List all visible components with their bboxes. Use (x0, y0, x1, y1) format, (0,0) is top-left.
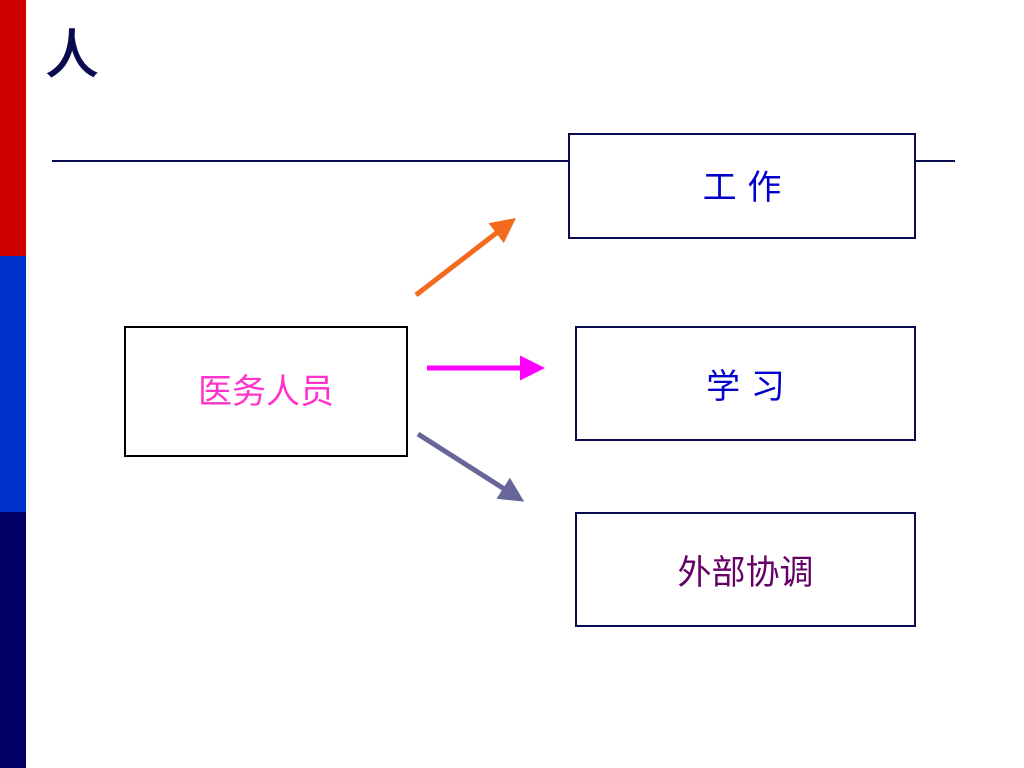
source-label: 医务人员 (198, 371, 334, 412)
target-label-coordination: 外部协调 (677, 553, 814, 593)
target-label-work: 工 作 (702, 168, 782, 208)
side-bar-navy-segment (0, 512, 26, 768)
target-box-coordination: 外部协调 (575, 512, 916, 627)
target-box-work: 工 作 (568, 133, 916, 239)
slide-title: 人 (46, 26, 99, 86)
source-box: 医务人员 (124, 326, 408, 457)
arrow-to-work (414, 217, 516, 297)
target-label-study: 学 习 (706, 367, 785, 407)
side-bar-red-segment (0, 0, 26, 256)
title-underline (52, 160, 955, 162)
arrow-to-coordination (416, 431, 525, 502)
target-box-study: 学 习 (575, 326, 916, 441)
side-bar-blue-segment (0, 256, 26, 512)
